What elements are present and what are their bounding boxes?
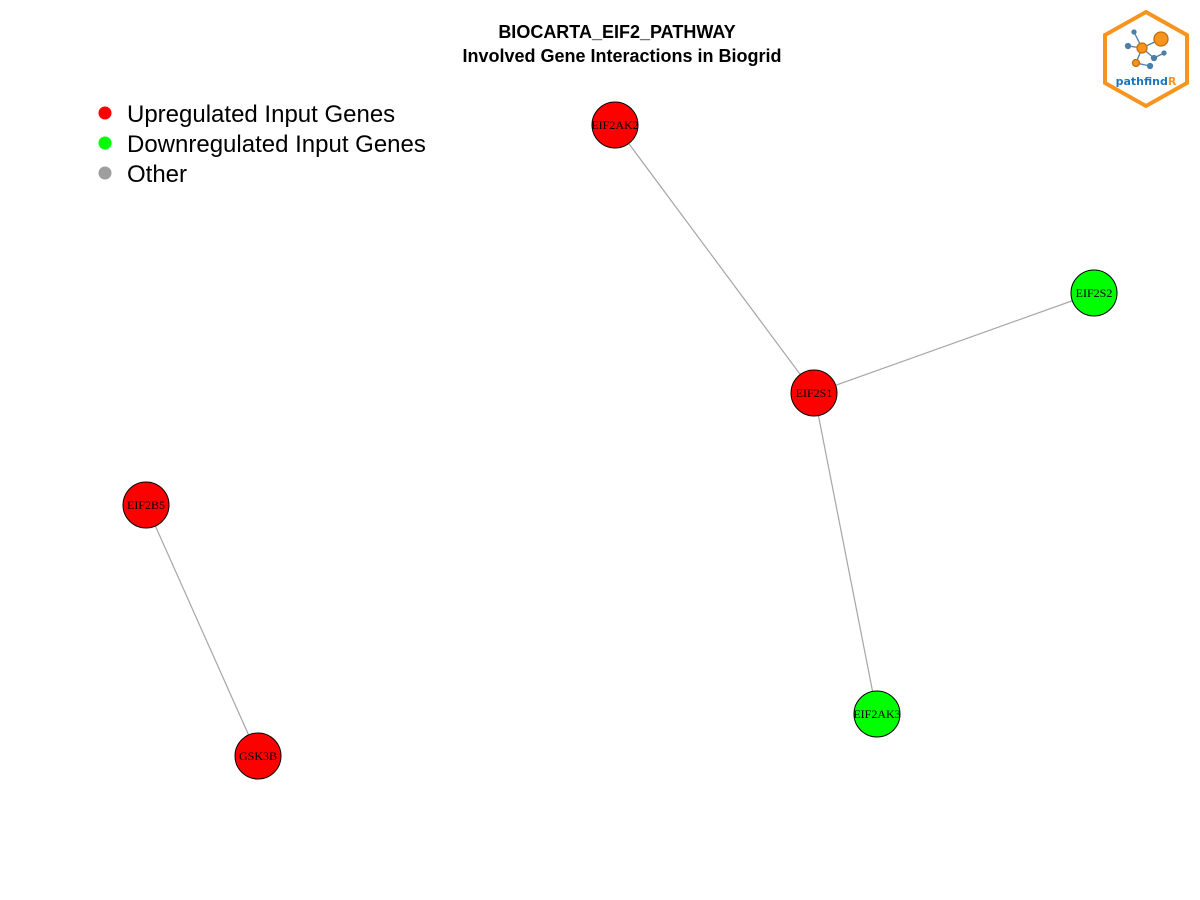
node-label: EIF2S1 bbox=[796, 386, 833, 400]
legend-swatch-other bbox=[98, 166, 112, 180]
legend-label-other: Other bbox=[127, 161, 187, 188]
node-label: EIF2S2 bbox=[1076, 286, 1113, 300]
node-circle bbox=[122, 481, 170, 529]
node-circle bbox=[790, 369, 838, 417]
node-label: EIF2B5 bbox=[127, 498, 165, 512]
node-eif2ak2: EIF2AK2 bbox=[591, 101, 639, 149]
node-eif2b5: EIF2B5 bbox=[122, 481, 170, 529]
node-eif2s2: EIF2S2 bbox=[1070, 269, 1118, 317]
edge-eif2s1-eif2s2 bbox=[813, 292, 1095, 394]
legend-label-downregulated: Downregulated Input Genes bbox=[127, 131, 426, 158]
logo-network-icon bbox=[1124, 29, 1169, 70]
node-eif2s1: EIF2S1 bbox=[790, 369, 838, 417]
node-gsk3b: GSK3B bbox=[234, 732, 282, 780]
edge-eif2b5-gsk3b bbox=[145, 504, 259, 757]
logo-text-main: pathfind bbox=[1116, 75, 1168, 88]
logo-hexagon bbox=[1103, 9, 1189, 109]
pathfindr-logo: pathfindR bbox=[1103, 9, 1189, 109]
edge-layer bbox=[145, 124, 1095, 757]
node-layer: EIF2AK2 EIF2S2 EIF2S1 EIF2B5 EIF2AK3 GSK… bbox=[122, 101, 1118, 780]
node-circle bbox=[853, 690, 901, 738]
logo-text-accent: R bbox=[1168, 75, 1177, 88]
node-circle bbox=[1070, 269, 1118, 317]
node-circle bbox=[591, 101, 639, 149]
legend-label-upregulated: Upregulated Input Genes bbox=[127, 101, 395, 128]
node-eif2ak3: EIF2AK3 bbox=[853, 690, 901, 738]
edge-eif2ak2-eif2s1 bbox=[614, 124, 815, 394]
node-label: EIF2AK3 bbox=[853, 707, 900, 721]
node-circle bbox=[234, 732, 282, 780]
diagram-title: BIOCARTA_EIF2_PATHWAY bbox=[498, 22, 735, 42]
legend-swatch-downregulated bbox=[98, 136, 112, 150]
node-label: GSK3B bbox=[239, 749, 277, 763]
node-label: EIF2AK2 bbox=[591, 118, 638, 132]
diagram-subtitle: Involved Gene Interactions in Biogrid bbox=[462, 46, 781, 66]
edge-eif2s1-eif2ak3 bbox=[813, 392, 878, 715]
legend-swatch-upregulated bbox=[98, 106, 112, 120]
logo-text: pathfindR bbox=[1116, 75, 1177, 88]
legend: Upregulated Input Genes Downregulated In… bbox=[98, 101, 426, 188]
